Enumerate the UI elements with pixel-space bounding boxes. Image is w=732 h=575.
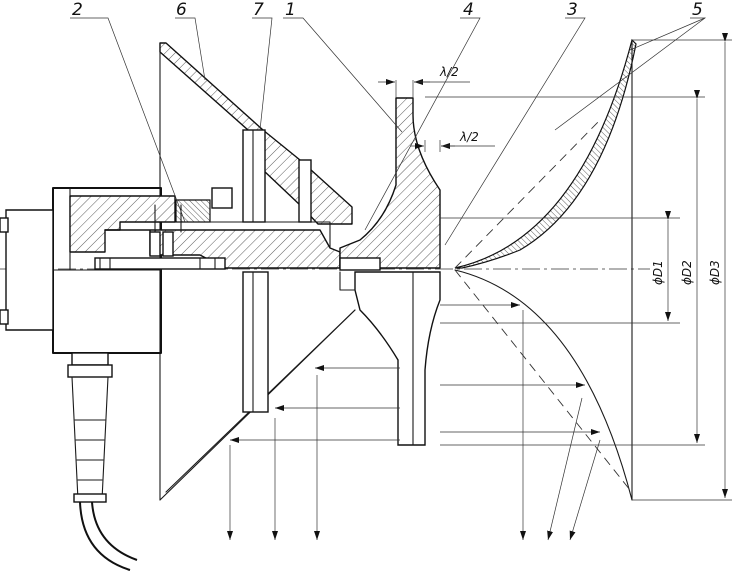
callout-2: 2 (72, 0, 83, 20)
radiation-arrows (227, 302, 601, 541)
cable-connector (67, 352, 138, 571)
construction-line-lower (454, 269, 631, 491)
dim-d3: ϕD3 (708, 260, 722, 285)
dim-d1: ϕD1 (651, 260, 665, 285)
dim-half-wave-mid: λ/2 (459, 130, 479, 144)
callout-3: 3 (567, 0, 578, 20)
leader-lines (70, 17, 707, 246)
paraboloid-reflector-part-5 (454, 38, 637, 501)
holder-part-7 (242, 129, 312, 413)
dim-half-wave-top: λ/2 (439, 65, 459, 79)
construction-line-upper (454, 119, 601, 269)
callout-7: 7 (253, 0, 264, 20)
transducer-housing (0, 187, 341, 354)
callout-4: 4 (463, 0, 474, 20)
dim-d2: ϕD2 (680, 260, 694, 285)
callout-1: 1 (285, 0, 296, 20)
callout-6: 6 (176, 0, 187, 20)
concentrator-part-1 (339, 97, 441, 269)
callout-5: 5 (692, 0, 703, 20)
lower-body (339, 257, 441, 446)
dimension-lines (378, 33, 732, 501)
